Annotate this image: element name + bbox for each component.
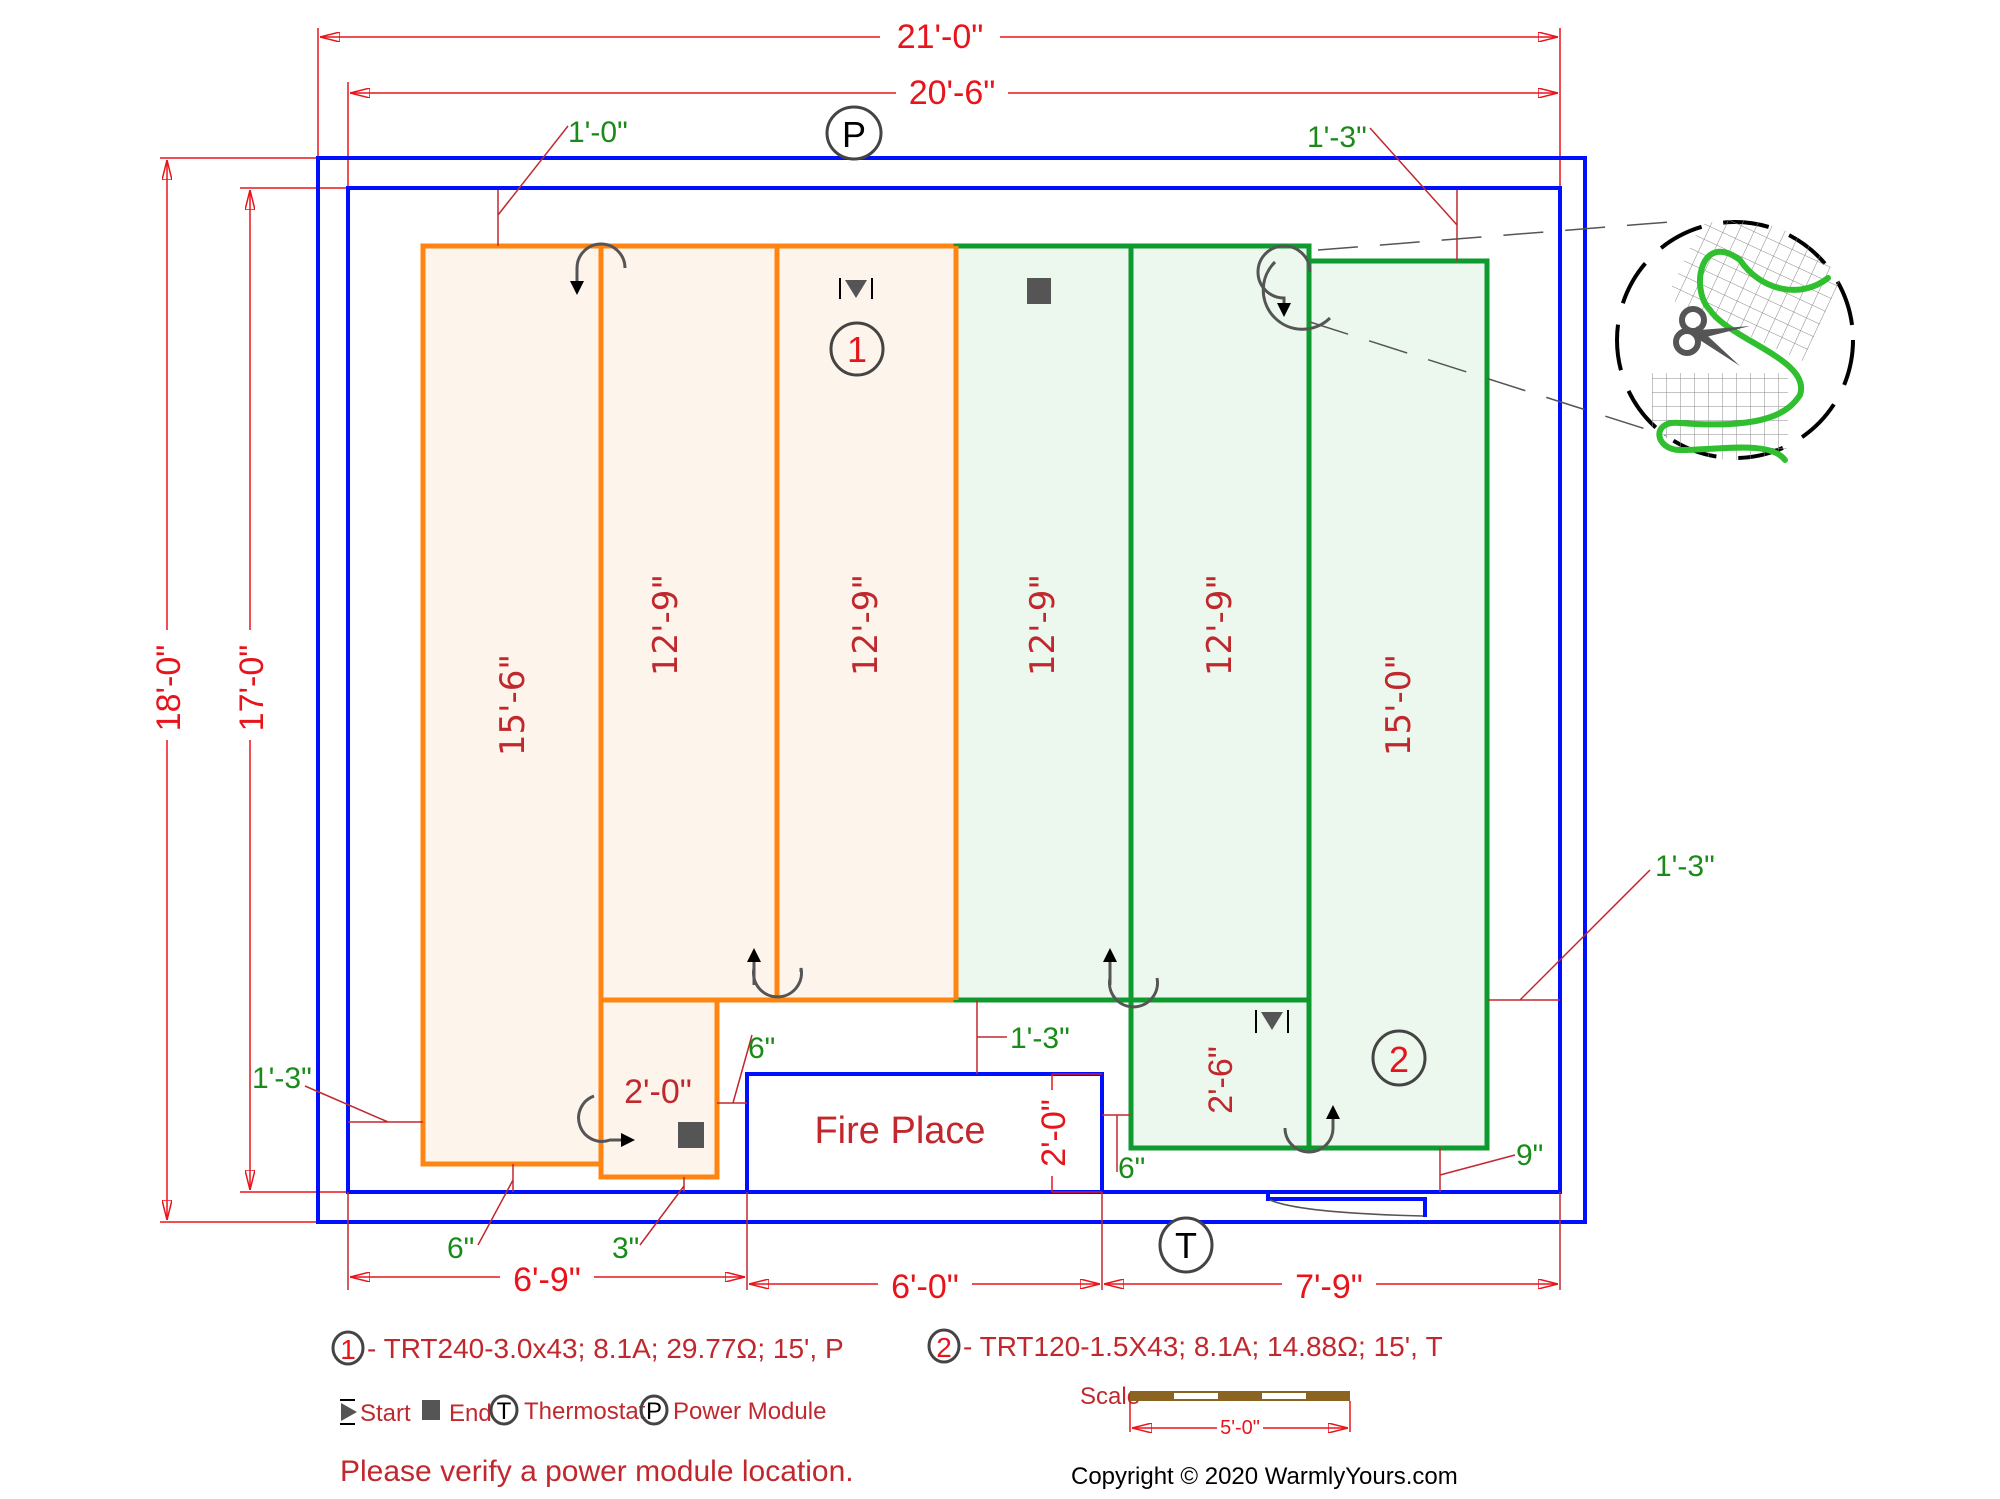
fireplace-label: Fire Place bbox=[814, 1110, 985, 1152]
offset-bottom-left-a: 6" bbox=[447, 1232, 474, 1265]
turn-arrow-icon bbox=[1283, 1105, 1340, 1154]
svg-text:Start: Start bbox=[360, 1400, 411, 1427]
warning-message: Please verify a power module location. bbox=[340, 1455, 854, 1488]
panel-p1-length: 15'-6" bbox=[493, 654, 533, 756]
offset-right: 1'-3" bbox=[1655, 850, 1715, 883]
panel-p2 bbox=[598, 243, 780, 1003]
panel-p2-length: 12'-9" bbox=[646, 574, 686, 676]
scissors-icon bbox=[1673, 306, 1750, 366]
panel-p7-length: 15'-0" bbox=[1379, 654, 1419, 756]
legend-power-module: P Power Module bbox=[639, 1394, 826, 1426]
svg-text:T: T bbox=[1175, 1225, 1197, 1266]
outer-wall bbox=[316, 156, 1587, 1224]
legend-start: Start bbox=[340, 1399, 411, 1427]
power-module-symbol[interactable]: P bbox=[825, 105, 883, 161]
turn-arrow-icon bbox=[570, 242, 627, 295]
fireplace: Fire Place 2'-0" bbox=[745, 1072, 1104, 1194]
offset-bottom-right: 9" bbox=[1516, 1139, 1543, 1172]
end-marker-mat-1 bbox=[678, 1122, 704, 1148]
turn-arrow-icon bbox=[577, 1094, 635, 1147]
turn-arrow-icon bbox=[1261, 260, 1332, 331]
end-marker-mat-2-top bbox=[1027, 278, 1051, 304]
legend-mat-2: 2 - TRT120-1.5X43; 8.1A; 14.88Ω; 15', T bbox=[927, 1328, 1443, 1364]
dim-inner-width: 20'-6" bbox=[909, 74, 996, 112]
turn-arrow-icon bbox=[1256, 244, 1312, 317]
svg-text:2: 2 bbox=[936, 1332, 952, 1363]
panel-p5-length: 12'-9" bbox=[1023, 574, 1063, 676]
offset-fireplace-left: 6" bbox=[748, 1032, 775, 1065]
legend-end: End bbox=[422, 1400, 492, 1427]
offset-top-right: 1'-3" bbox=[1307, 121, 1367, 154]
panel-p4 bbox=[598, 997, 720, 1180]
svg-text:Power Module: Power Module bbox=[673, 1398, 826, 1425]
svg-text:- TRT120-1.5X43; 8.1A; 14.88Ω;: - TRT120-1.5X43; 8.1A; 14.88Ω; 15', T bbox=[963, 1331, 1443, 1362]
dim-outer-width: 21'-0" bbox=[897, 18, 984, 56]
svg-text:1: 1 bbox=[847, 329, 867, 370]
scale-bar: Scale 5'-0" bbox=[1080, 1383, 1351, 1439]
svg-text:T: T bbox=[497, 1398, 512, 1425]
legend-thermostat: T Thermostat bbox=[489, 1394, 646, 1426]
offset-fireplace-top: 1'-3" bbox=[1010, 1022, 1070, 1055]
panel-p3-length: 12'-9" bbox=[846, 574, 886, 676]
mat-1-number-badge: 1 bbox=[829, 321, 885, 377]
dim-bottom-left: 6'-9" bbox=[513, 1261, 581, 1299]
offset-top-left: 1'-0" bbox=[568, 116, 628, 149]
scale-length: 5'-0" bbox=[1220, 1417, 1260, 1439]
svg-text:End: End bbox=[449, 1400, 492, 1427]
panel-p8-length: 2'-6" bbox=[1202, 1046, 1240, 1114]
turn-arrow-icon bbox=[1108, 977, 1159, 1009]
dim-inner-height: 17'-0" bbox=[233, 645, 271, 732]
svg-text:Thermostat: Thermostat bbox=[524, 1398, 646, 1425]
panel-p1 bbox=[420, 243, 604, 1167]
panel-p5 bbox=[953, 243, 1134, 1003]
offset-left: 1'-3" bbox=[252, 1062, 312, 1095]
dim-outer-height: 18'-0" bbox=[150, 645, 188, 732]
door bbox=[1266, 1192, 1427, 1217]
dim-bottom-right: 7'-9" bbox=[1295, 1268, 1363, 1306]
svg-text:2: 2 bbox=[1389, 1039, 1409, 1080]
svg-text:1: 1 bbox=[340, 1334, 356, 1365]
dim-bottom-mid: 6'-0" bbox=[891, 1268, 959, 1306]
panel-p8 bbox=[1128, 997, 1312, 1151]
svg-text:- TRT240-3.0x43; 8.1A; 29.77Ω;: - TRT240-3.0x43; 8.1A; 29.77Ω; 15', P bbox=[367, 1333, 844, 1364]
offset-bottom-left-b: 3" bbox=[612, 1232, 639, 1265]
copyright: Copyright © 2020 WarmlyYours.com bbox=[1071, 1463, 1458, 1490]
start-marker-mat-2 bbox=[1255, 1010, 1289, 1033]
panel-p7 bbox=[1306, 258, 1490, 1151]
svg-text:P: P bbox=[842, 114, 866, 155]
start-marker-mat-1 bbox=[839, 278, 873, 299]
panel-p6-length: 12'-9" bbox=[1200, 574, 1240, 676]
svg-text:P: P bbox=[646, 1398, 662, 1425]
panel-p6 bbox=[1128, 243, 1312, 1003]
fireplace-depth: 2'-0" bbox=[1035, 1099, 1073, 1167]
thermostat-symbol[interactable]: T bbox=[1158, 1216, 1214, 1274]
offset-fireplace-right: 6" bbox=[1118, 1152, 1145, 1185]
mat-2-panels bbox=[953, 243, 1490, 1151]
mat-2-number-badge: 2 bbox=[1371, 1029, 1427, 1087]
legend-mat-1: 1 - TRT240-3.0x43; 8.1A; 29.77Ω; 15', P bbox=[331, 1330, 844, 1366]
panel-p4-length: 2'-0" bbox=[624, 1073, 692, 1111]
